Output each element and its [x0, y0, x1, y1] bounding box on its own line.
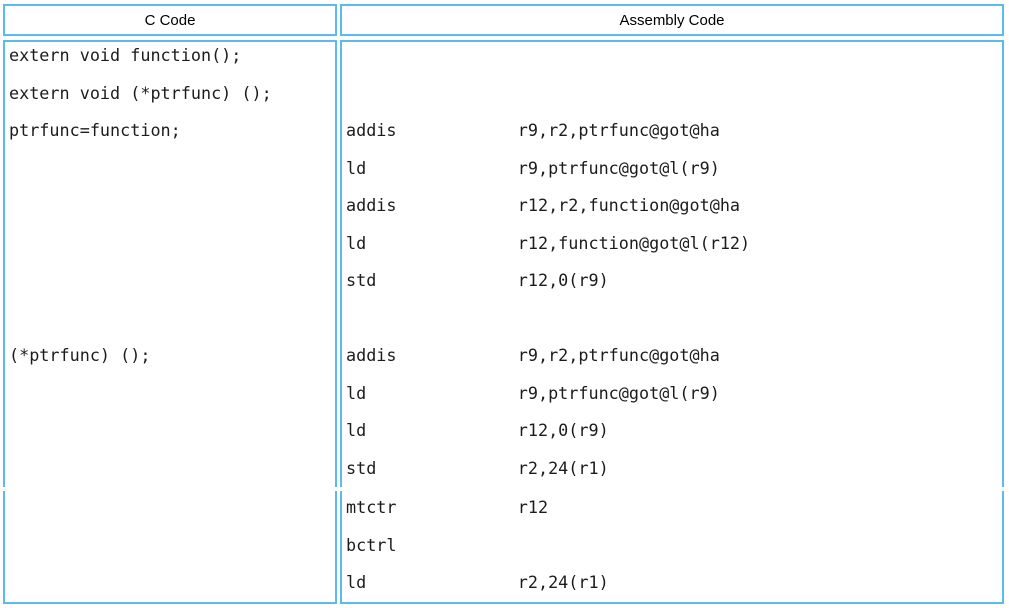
c-code-line: extern void (*ptrfunc) (); — [9, 82, 272, 103]
c-code-line: extern void function(); — [9, 45, 242, 65]
asm-code-line: ld r12,0(r9) — [346, 420, 609, 440]
header-row: C Code Assembly Code — [3, 4, 1004, 36]
c-code-cell-empty — [3, 491, 337, 604]
assembly-code-header: Assembly Code — [340, 4, 1004, 36]
c-code-line — [9, 262, 335, 300]
c-code-block: extern void function(); extern void (*pt… — [5, 42, 335, 488]
asm-code-line: addis r9,r2,ptrfunc@got@ha — [346, 345, 720, 365]
c-code-line — [9, 412, 335, 450]
c-code-line — [9, 187, 335, 225]
c-code-line — [9, 300, 335, 338]
body-row-1: extern void function(); extern void (*pt… — [3, 40, 1004, 487]
c-code-line — [9, 375, 335, 413]
asm-code-line: ld r9,ptrfunc@got@l(r9) — [346, 157, 720, 178]
asm-code-line — [346, 75, 1002, 113]
c-code-line — [9, 225, 335, 263]
asm-code-line: bctrl — [346, 534, 397, 555]
c-code-header: C Code — [3, 4, 337, 36]
asm-code-line: mtctr r12 — [346, 497, 549, 517]
assembly-code-block: addis r9,r2,ptrfunc@got@ha ld r9,ptrfunc… — [342, 42, 1002, 487]
c-code-line — [9, 450, 335, 488]
asm-code-line: ld r9,ptrfunc@got@l(r9) — [346, 382, 720, 403]
assembly-code-cell-2: mtctr r12 bctrl ld r2,24(r1) — [340, 491, 1004, 604]
asm-code-line — [346, 300, 1002, 338]
c-code-line — [9, 150, 335, 188]
asm-code-line: addis r12,r2,function@got@ha — [346, 195, 741, 215]
asm-code-line: addis r9,r2,ptrfunc@got@ha — [346, 120, 720, 140]
c-code-cell: extern void function(); extern void (*pt… — [3, 40, 337, 487]
asm-code-line — [346, 42, 1002, 75]
asm-code-line: std r2,24(r1) — [346, 457, 609, 478]
assembly-code-block-2: mtctr r12 bctrl ld r2,24(r1) — [342, 491, 1002, 602]
asm-code-line: std r12,0(r9) — [346, 270, 609, 290]
c-code-line: ptrfunc=function; — [9, 120, 181, 140]
asm-code-line: ld r12,function@got@l(r12) — [346, 232, 751, 253]
body-row-2: mtctr r12 bctrl ld r2,24(r1) — [3, 491, 1004, 604]
asm-code-line: ld r2,24(r1) — [346, 572, 609, 592]
assembly-code-cell: addis r9,r2,ptrfunc@got@ha ld r9,ptrfunc… — [340, 40, 1004, 487]
c-code-line: (*ptrfunc) (); — [9, 345, 151, 365]
